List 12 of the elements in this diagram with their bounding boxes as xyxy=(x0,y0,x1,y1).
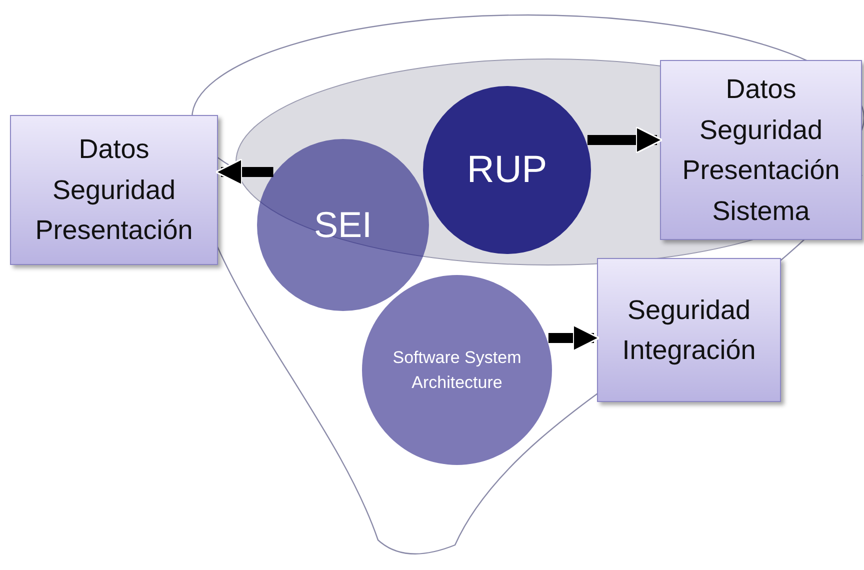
node-label: Datos Seguridad Presentación xyxy=(34,133,194,248)
text-box xyxy=(597,258,781,402)
text-box xyxy=(660,60,862,240)
node-label: RUP xyxy=(466,148,548,192)
arrow xyxy=(548,324,600,352)
node-label: SEI xyxy=(314,203,372,247)
node-label: Seguridad Integración xyxy=(621,294,757,367)
node-label: Datos Seguridad Presentación Sistema xyxy=(681,73,841,228)
arrow xyxy=(215,158,274,186)
arrow xyxy=(587,126,663,154)
node-label: Software System Architecture xyxy=(392,346,522,394)
text-box xyxy=(10,115,218,265)
